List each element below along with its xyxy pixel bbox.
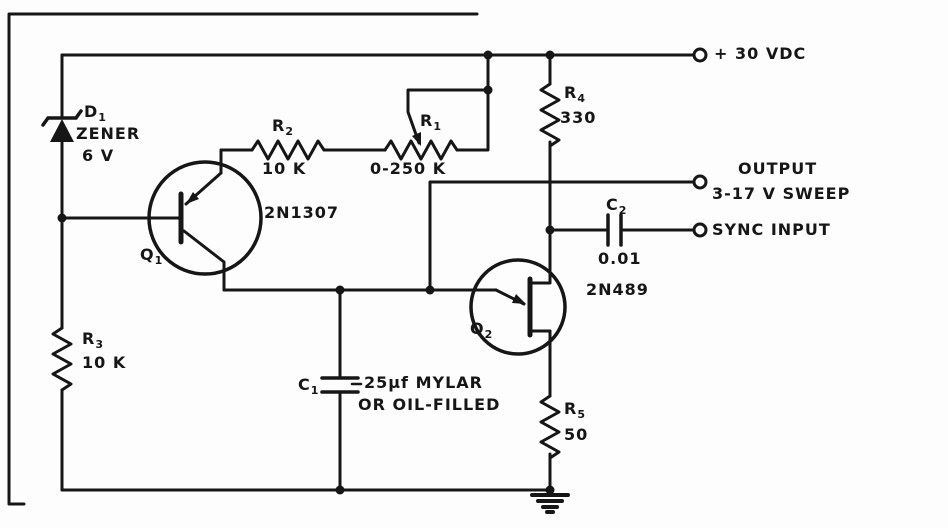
label-output-line1: OUTPUT — [738, 159, 818, 178]
label-c1-value-line2: OR OIL-FILLED — [358, 395, 501, 414]
transistor-q1-symbol — [147, 148, 263, 292]
r4-ref-base: R — [564, 83, 578, 102]
zener-diode-symbol — [41, 109, 83, 142]
resistor-r5-symbol — [539, 394, 561, 460]
figure-border — [7, 12, 479, 506]
label-r3-value: 10 K — [82, 353, 127, 372]
output-terminal — [692, 174, 708, 190]
label-q1-part: 2N1307 — [264, 203, 340, 222]
resistor-r2-symbol — [250, 139, 326, 161]
label-r2-value: 10 K — [262, 159, 307, 178]
label-r5-ref: R5 — [564, 400, 585, 421]
q1-ref-sub: 1 — [154, 254, 163, 267]
label-r2-ref: R2 — [272, 117, 293, 138]
label-r3-ref: R3 — [82, 330, 103, 351]
r3-ref-sub: 3 — [95, 338, 103, 351]
resistor-r3-symbol — [51, 326, 73, 392]
junction-dots — [57, 50, 555, 495]
c1-ref-sub: 1 — [310, 384, 319, 397]
sync-terminal — [692, 222, 708, 238]
label-r1-ref: R1 — [420, 112, 441, 133]
label-c2-value: 0.01 — [598, 249, 642, 268]
r4-ref-sub: 4 — [577, 92, 585, 105]
label-d1-ref: D1 — [84, 103, 106, 124]
q2-ref-sub: 2 — [484, 328, 493, 341]
r2-ref-sub: 2 — [285, 125, 293, 138]
label-c2-ref: C2 — [606, 196, 626, 217]
label-r4-ref: R4 — [564, 84, 585, 105]
transistor-q2-symbol — [469, 258, 567, 356]
q1-ref-base: Q — [140, 245, 155, 264]
c2-ref-base: C — [606, 195, 619, 214]
label-r1-value: 0-250 K — [370, 159, 447, 178]
output-wire — [428, 180, 696, 292]
label-c1-ref: C1 — [298, 376, 318, 397]
label-d1-type: ZENER — [76, 124, 141, 143]
r5-ref-sub: 5 — [577, 408, 585, 421]
label-sync-terminal: SYNC INPUT — [712, 220, 831, 239]
r2-ref-base: R — [272, 116, 286, 135]
resistor-r4-symbol — [539, 82, 561, 148]
q2-ref-base: Q — [470, 319, 485, 338]
label-q2-ref: Q2 — [470, 320, 492, 341]
label-r4-value: 330 — [560, 108, 597, 127]
label-q1-ref: Q1 — [140, 246, 162, 267]
r1-ref-base: R — [420, 111, 434, 130]
r1-right-wire — [455, 53, 490, 152]
d1-ref-sub: 1 — [98, 111, 106, 124]
label-q2-part: 2N489 — [586, 280, 649, 299]
label-vdc-terminal: + 30 VDC — [714, 44, 807, 63]
r1-wiper-arm — [406, 88, 490, 146]
label-c1-value-line1: 25µf MYLAR — [364, 373, 483, 392]
r5-ref-base: R — [564, 399, 578, 418]
vdc-terminal — [692, 47, 708, 63]
r1-ref-sub: 1 — [433, 120, 441, 133]
label-r5-value: 50 — [564, 425, 589, 444]
d1-ref-base: D — [84, 102, 99, 121]
label-d1-value: 6 V — [82, 146, 115, 165]
resistor-r1-symbol — [383, 139, 459, 161]
label-output-line2: 3-17 V SWEEP — [712, 184, 851, 203]
r3-ref-base: R — [82, 329, 96, 348]
r4-b2-wire — [530, 140, 552, 285]
capacitor-c2-symbol — [606, 213, 623, 247]
c2-ref-sub: 2 — [618, 204, 627, 217]
c1-ref-base: C — [298, 375, 311, 394]
